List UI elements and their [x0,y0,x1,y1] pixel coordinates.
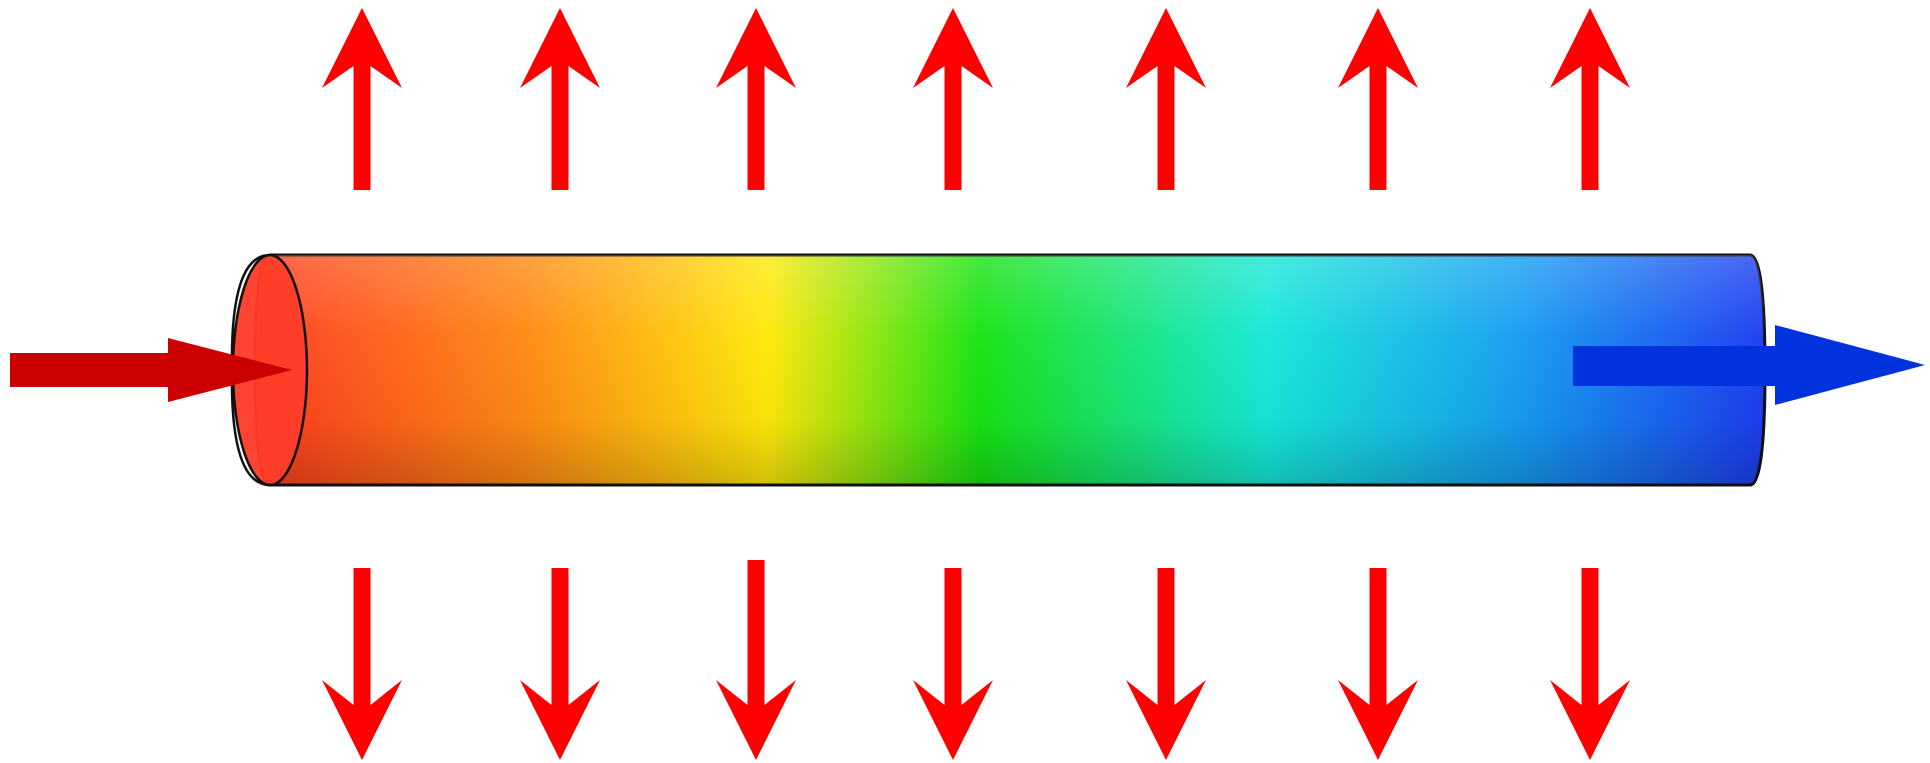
heat-down-arrow-icon [716,560,796,760]
inlet-flow-arrow [10,338,292,402]
outlet-arrow-icon [1573,325,1925,405]
upward-heat-arrows [322,8,1630,190]
tube-body-shading [255,255,1765,485]
heat-up-arrow-icon [1338,8,1418,190]
downward-heat-arrows [322,560,1630,760]
heat-up-arrow-icon [1126,8,1206,190]
heat-down-arrow-icon [913,568,993,760]
heat-up-arrow-icon [716,8,796,190]
heat-up-arrow-icon [520,8,600,190]
heat-down-arrow-icon [520,568,600,760]
heat-down-arrow-icon [1338,568,1418,760]
heated-tube [230,253,1767,487]
outlet-flow-arrow [1573,325,1925,405]
heat-up-arrow-icon [1550,8,1630,190]
heat-down-arrow-icon [1126,568,1206,760]
heat-down-arrow-icon [1550,568,1630,760]
heat-up-arrow-icon [322,8,402,190]
heat-up-arrow-icon [913,8,993,190]
heat-down-arrow-icon [322,568,402,760]
inlet-arrow-icon [10,338,292,402]
